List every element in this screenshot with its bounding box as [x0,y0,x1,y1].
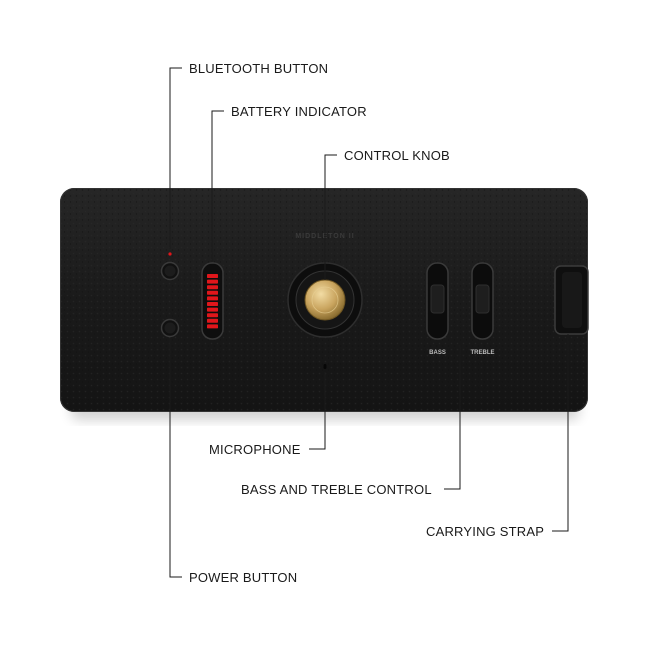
leader-bass-treble [444,345,461,490]
callout-control-knob: CONTROL KNOB [344,148,450,163]
battery-segment [207,318,218,323]
battery-segments [207,274,218,329]
leader-battery [211,110,224,262]
battery-segment [207,324,218,329]
bluetooth-button-cap [164,265,176,277]
power-button-cap [164,322,176,334]
battery-segment [207,307,218,312]
callout-bass-treble-control: BASS AND TREBLE CONTROL [241,482,432,497]
callout-bluetooth-button: BLUETOOTH BUTTON [189,61,329,76]
callout-battery-indicator: BATTERY INDICATOR [231,104,367,119]
treble-label: TREBLE [471,350,495,356]
battery-segment [207,290,218,295]
leader-power [169,338,182,578]
carrying-strap-inner [562,272,582,328]
callout-power-button: POWER BUTTON [189,570,298,585]
bass-slider-thumb [430,284,445,314]
battery-segment [207,296,218,301]
control-knob-highlight [311,286,339,314]
battery-segment [207,313,218,318]
bass-label: BASS [429,350,446,356]
treble-slider-thumb [475,284,490,314]
battery-segment [207,274,218,278]
callout-carrying-strap: CARRYING STRAP [426,524,545,539]
leader-bluetooth [169,67,182,249]
callout-microphone: MICROPHONE [209,442,301,457]
control-knob [304,279,346,321]
leader-control-knob [324,154,337,280]
leader-lines [169,67,569,578]
battery-segment [207,285,218,290]
battery-segment [207,279,218,284]
leader-microphone [309,372,326,450]
leader-carrying-strap [552,334,569,532]
microphone-hole [323,364,327,369]
battery-segment [207,302,218,306]
bluetooth-led [168,252,172,256]
